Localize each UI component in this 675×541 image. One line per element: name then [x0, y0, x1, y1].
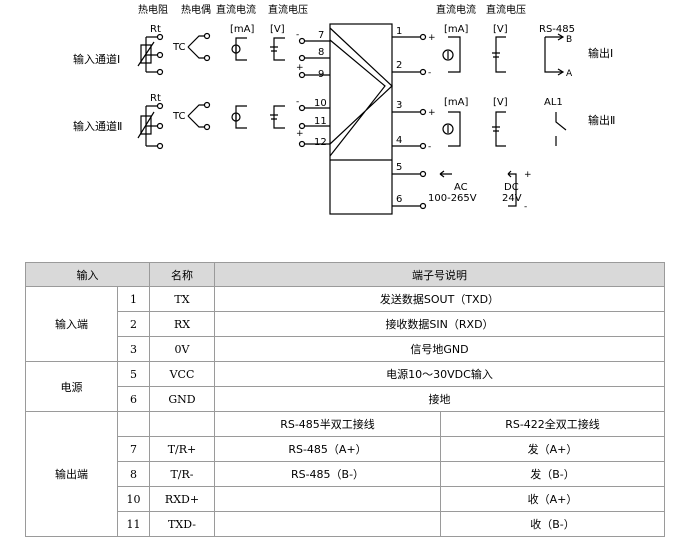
svg-text:24V: 24V [502, 193, 522, 204]
svg-text:Rt: Rt [150, 93, 161, 104]
terminal-description-table: 输入 名称 端子号说明 输入端 1 TX 发送数据SOUT（TXD） 2 RX … [25, 262, 665, 537]
rtd-sensor-2: Rt [137, 93, 164, 150]
header-name: 名称 [149, 262, 215, 287]
header-terminal-desc: 端子号说明 [214, 262, 665, 287]
terminal-8: 8 [318, 47, 324, 58]
table-row: 11 TXD- 收（B-） [26, 511, 665, 537]
output-2-label: 输出Ⅱ [588, 113, 615, 127]
table-row: 3 0V 信号地GND [26, 336, 665, 362]
dc-voltage-source-2: - + [270, 97, 304, 139]
svg-text:AL1: AL1 [544, 97, 563, 108]
thermocouple-1: TC [172, 32, 211, 62]
label-thermocouple: 热电偶 [181, 3, 211, 16]
group-input: 输入端 [25, 286, 118, 362]
sub-header-rs485: RS-485半双工接线 [214, 411, 441, 437]
svg-text:[V]: [V] [493, 97, 508, 108]
svg-text:+: + [296, 63, 304, 73]
svg-text:-: - [296, 97, 299, 107]
table-row: 10 RXD+ 收（A+） [26, 486, 665, 512]
group-output: 输出端 [25, 411, 118, 537]
group-power: 电源 [25, 361, 118, 412]
terminal-12: 12 [314, 137, 327, 148]
output-2-current: [mA] [442, 97, 468, 147]
label-rtd: 热电阻 [138, 3, 168, 16]
svg-text:100-265V: 100-265V [428, 193, 477, 204]
svg-text:AC: AC [454, 182, 468, 193]
svg-text:+: + [524, 170, 532, 180]
svg-text:[mA]: [mA] [230, 24, 254, 35]
svg-text:[mA]: [mA] [444, 97, 468, 108]
svg-text:A: A [566, 69, 573, 79]
svg-text:[V]: [V] [270, 24, 285, 35]
svg-text:TC: TC [172, 42, 186, 53]
svg-text:DC: DC [504, 182, 519, 193]
svg-text:[mA]: [mA] [444, 24, 468, 35]
label-out-dc-voltage: 直流电压 [486, 3, 526, 16]
terminal-1: 1 [396, 26, 402, 37]
table-row: 6 GND 接地 [26, 386, 665, 412]
terminal-5: 5 [396, 162, 402, 173]
rtd-sensor-1: Rt [137, 24, 164, 76]
table-row: 输出端 RS-485半双工接线 RS-422全双工接线 [25, 411, 665, 537]
terminal-10: 10 [314, 98, 327, 109]
output-2-voltage: [V] [492, 97, 508, 147]
svg-text:RS-485: RS-485 [539, 24, 575, 35]
table-header-row: 输入 名称 端子号说明 [25, 262, 665, 287]
table-row: 2 RX 接收数据SIN（RXD） [26, 311, 665, 337]
svg-text:Rt: Rt [150, 24, 161, 35]
svg-text:B: B [566, 35, 572, 45]
table-row: 电源 5 VCC 电源10～30VDC输入 [25, 361, 665, 412]
svg-text:+: + [428, 33, 436, 43]
label-out-dc-current: 直流电流 [436, 3, 476, 16]
sub-header-rs422: RS-422全双工接线 [440, 411, 665, 437]
svg-text:-: - [428, 68, 431, 78]
table-row: 输入端 1 TX 发送数据SOUT（TXD） [25, 286, 665, 362]
power-dc: DC 24V + - [502, 170, 532, 212]
terminal-11: 11 [314, 116, 327, 127]
table-row: 7 T/R+ RS-485（A+） 发（A+） [26, 436, 665, 462]
right-terminals: 1 2 3 4 5 6 + - + - [392, 26, 436, 210]
terminal-6: 6 [396, 194, 402, 205]
output-1-current: [mA] [442, 24, 468, 73]
input-channel-1-label: 输入通道Ⅰ [73, 52, 120, 66]
output-2-alarm-relay: AL1 [544, 97, 567, 146]
label-dc-current: 直流电流 [216, 3, 256, 16]
thermocouple-2: TC [172, 101, 211, 131]
dc-current-source-1: [mA] [230, 24, 254, 61]
terminal-4: 4 [396, 135, 402, 146]
svg-text:TC: TC [172, 111, 186, 122]
header-input: 输入 [25, 262, 150, 287]
wiring-diagram: 热电阻 热电偶 直流电流 直流电压 输入通道Ⅰ 输入通道Ⅱ Rt TC [mA]… [73, 3, 615, 215]
svg-text:+: + [428, 108, 436, 118]
input-channel-2-label: 输入通道Ⅱ [73, 119, 122, 133]
svg-text:-: - [296, 30, 299, 40]
output-1-rs485: RS-485 B A [539, 24, 575, 79]
svg-text:[V]: [V] [493, 24, 508, 35]
output-1-label: 输出Ⅰ [588, 46, 613, 60]
terminal-9: 9 [318, 69, 324, 80]
table-row: 8 T/R- RS-485（B-） 发（B-） [26, 461, 665, 487]
left-terminals: 7 8 9 10 11 12 [298, 30, 330, 148]
svg-text:-: - [524, 202, 527, 212]
isolator-module [329, 23, 393, 215]
svg-text:-: - [428, 142, 431, 152]
output-1-voltage: [V] [492, 24, 508, 73]
power-ac: AC 100-265V [428, 170, 477, 204]
terminal-7: 7 [318, 30, 324, 41]
terminal-2: 2 [396, 60, 402, 71]
dc-voltage-source-1: [V] - + [270, 24, 304, 73]
svg-text:+: + [296, 129, 304, 139]
terminal-3: 3 [396, 100, 402, 111]
dc-current-source-2 [231, 105, 247, 129]
label-dc-voltage: 直流电压 [268, 3, 308, 16]
